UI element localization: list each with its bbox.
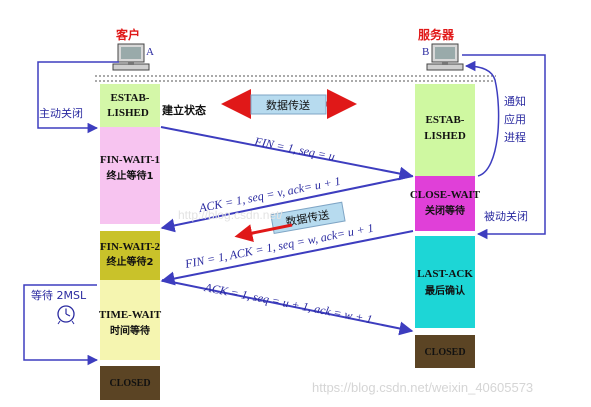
server-name: 服务器 bbox=[418, 27, 455, 42]
passive-close-label: 被动关闭 bbox=[484, 209, 528, 223]
client-state-time-wait-l1: TIME-WAIT bbox=[99, 309, 162, 321]
wait-2msl-line bbox=[23, 284, 99, 366]
active-close-line bbox=[37, 61, 119, 134]
client-tag: A bbox=[146, 46, 154, 58]
server-state-last-ack bbox=[415, 236, 475, 328]
client-state-time-wait bbox=[100, 280, 160, 360]
data-transfer-box-1 bbox=[250, 94, 327, 115]
msg-fin-label: FIN = 1, seq = u bbox=[252, 134, 336, 163]
client-state-time-wait-l2: 时间等待 bbox=[110, 324, 150, 337]
client-state-fin-wait-2 bbox=[100, 231, 160, 280]
client-name: 客户 bbox=[115, 27, 140, 42]
client-state-established bbox=[100, 84, 160, 127]
server-state-closed-l1: CLOSED bbox=[424, 347, 465, 358]
notify-app-curve bbox=[464, 60, 500, 177]
server-state-close-wait-l2: 关闭等待 bbox=[425, 204, 465, 217]
client-state-fin-wait-1-l1: FIN-WAIT-1 bbox=[100, 154, 160, 166]
established-state-label: 建立状态 bbox=[162, 103, 206, 117]
server-state-close-wait-l1: CLOSE-WAIT bbox=[410, 189, 481, 201]
msg-fin-ack-arrow bbox=[160, 230, 414, 286]
client-state-fin-wait-1-l2: 终止等待1 bbox=[107, 169, 154, 182]
client-state-established-l2: LISHED bbox=[107, 107, 149, 119]
faint-blog-watermark: http://blog.csdn.net/ bbox=[178, 208, 283, 222]
client-state-fin-wait-2-l2: 终止等待2 bbox=[107, 255, 154, 268]
server-state-column: ESTAB- LISHED CLOSE-WAIT 关闭等待 LAST-ACK 最… bbox=[410, 84, 481, 368]
watermark: https://blog.csdn.net/weixin_40605573 bbox=[312, 380, 534, 395]
client-computer-icon bbox=[112, 43, 150, 71]
notify-app-label-2: 应用 bbox=[504, 112, 526, 126]
msg-ack-arrow bbox=[160, 175, 414, 233]
client-state-fin-wait-2-l1: FIN-WAIT-2 bbox=[100, 241, 161, 253]
active-close-label: 主动关闭 bbox=[39, 106, 83, 120]
msg-fin-arrow bbox=[160, 126, 414, 181]
passive-close-line bbox=[462, 54, 546, 240]
clock-icon bbox=[57, 305, 75, 325]
notify-app-label-1: 通知 bbox=[504, 94, 526, 108]
msg-final-ack-arrow bbox=[161, 279, 414, 336]
server-state-established bbox=[415, 84, 475, 176]
client-state-closed-l1: CLOSED bbox=[109, 378, 150, 389]
server-tag: B bbox=[422, 46, 429, 58]
server-state-closed bbox=[415, 335, 475, 368]
server-state-last-ack-l1: LAST-ACK bbox=[417, 268, 473, 280]
msg-final-ack-label: ACK = 1, seq = u + 1, ack = w + 1 bbox=[202, 280, 373, 326]
client-state-established-l1: ESTAB- bbox=[111, 92, 150, 104]
notify-app-label-3: 进程 bbox=[504, 131, 526, 144]
server-state-established-l2: LISHED bbox=[424, 130, 466, 142]
client-state-fin-wait-1 bbox=[100, 127, 160, 224]
server-state-established-l1: ESTAB- bbox=[426, 114, 465, 126]
server-state-last-ack-l2: 最后确认 bbox=[425, 284, 466, 297]
data-transfer-2-red-arrow bbox=[234, 223, 293, 242]
client-state-closed bbox=[100, 366, 160, 400]
data-transfer-label-1: 数据传送 bbox=[266, 98, 310, 112]
server-computer-icon bbox=[426, 43, 464, 71]
server-state-close-wait bbox=[415, 176, 475, 231]
wait-2msl-label: 等待 2MSL bbox=[31, 288, 87, 302]
client-state-column: ESTAB- LISHED FIN-WAIT-1 终止等待1 FIN-WAIT-… bbox=[99, 84, 162, 400]
